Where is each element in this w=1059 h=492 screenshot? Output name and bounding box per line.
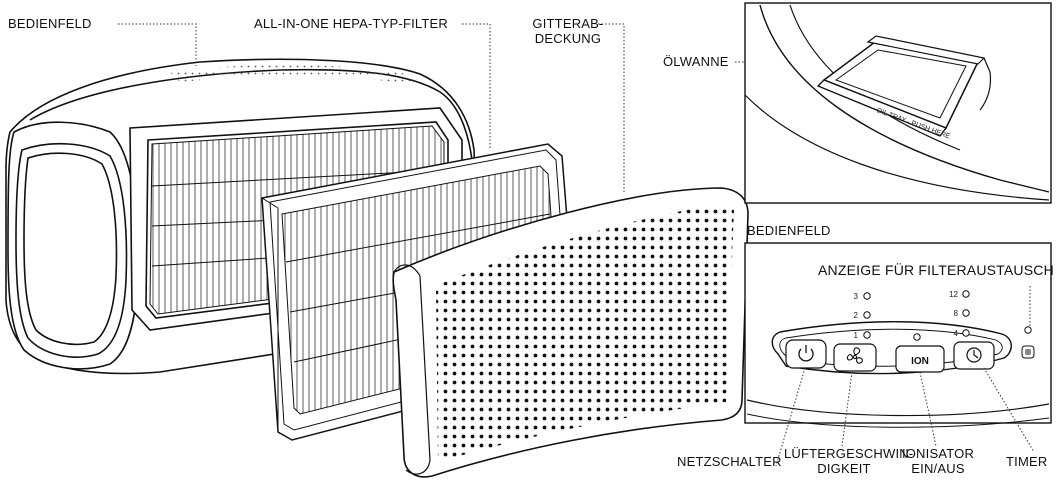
label-oil-tray: ÖLWANNE: [663, 54, 729, 69]
control-panel-inset: ION 3 2 1 12 8 4: [744, 242, 1052, 467]
power-icon: [798, 345, 814, 362]
top-vent: [170, 64, 420, 84]
oil-tray-inset: OIL TRAY · PUSH HERE: [744, 2, 1052, 204]
label-control-panel-inset: BEDIENFELD: [747, 223, 831, 238]
label-fan-speed-line2: DIGKEIT: [817, 461, 871, 476]
fan-icon: [846, 347, 863, 364]
label-hepa-filter: ALL-IN-ONE HEPA-TYP-FILTER: [254, 16, 448, 31]
label-power-switch: NETZSCHALTER: [677, 454, 782, 469]
indicator-leds: [863, 290, 1032, 341]
power-button: [785, 339, 827, 369]
speed-level-3: 3: [854, 292, 859, 301]
ion-button-text: ION: [911, 356, 929, 367]
speed-level-2: 2: [854, 311, 859, 320]
timer-level-8: 8: [954, 309, 959, 318]
label-ionizer-line2: EIN/AUS: [911, 461, 965, 476]
label-timer: TIMER: [1006, 454, 1048, 469]
label-grille-cover-line2: DECKUNG: [534, 31, 602, 46]
speed-level-1: 1: [854, 331, 859, 340]
fan-speed-button: [833, 343, 877, 372]
label-fan-speed-line1: LÜFTERGESCHWIN-: [784, 446, 914, 461]
label-ionizer: IONISATOR EIN/AUS: [900, 446, 976, 476]
timer-level-4: 4: [954, 329, 959, 338]
label-control-panel: BEDIENFELD: [8, 16, 92, 31]
grille-holes: [436, 204, 734, 462]
timer-level-12: 12: [949, 290, 958, 299]
label-ionizer-line1: IONISATOR: [901, 446, 975, 461]
label-grille-cover: GITTERAB- DECKUNG: [530, 16, 606, 46]
clock-icon: [966, 347, 982, 363]
label-filter-indicator: ANZEIGE FÜR FILTERAUSTAUSCH: [818, 262, 1054, 278]
label-fan-speed: LÜFTERGESCHWIN- DIGKEIT: [784, 446, 914, 476]
label-grille-cover-line1: GITTERAB-: [532, 16, 604, 31]
